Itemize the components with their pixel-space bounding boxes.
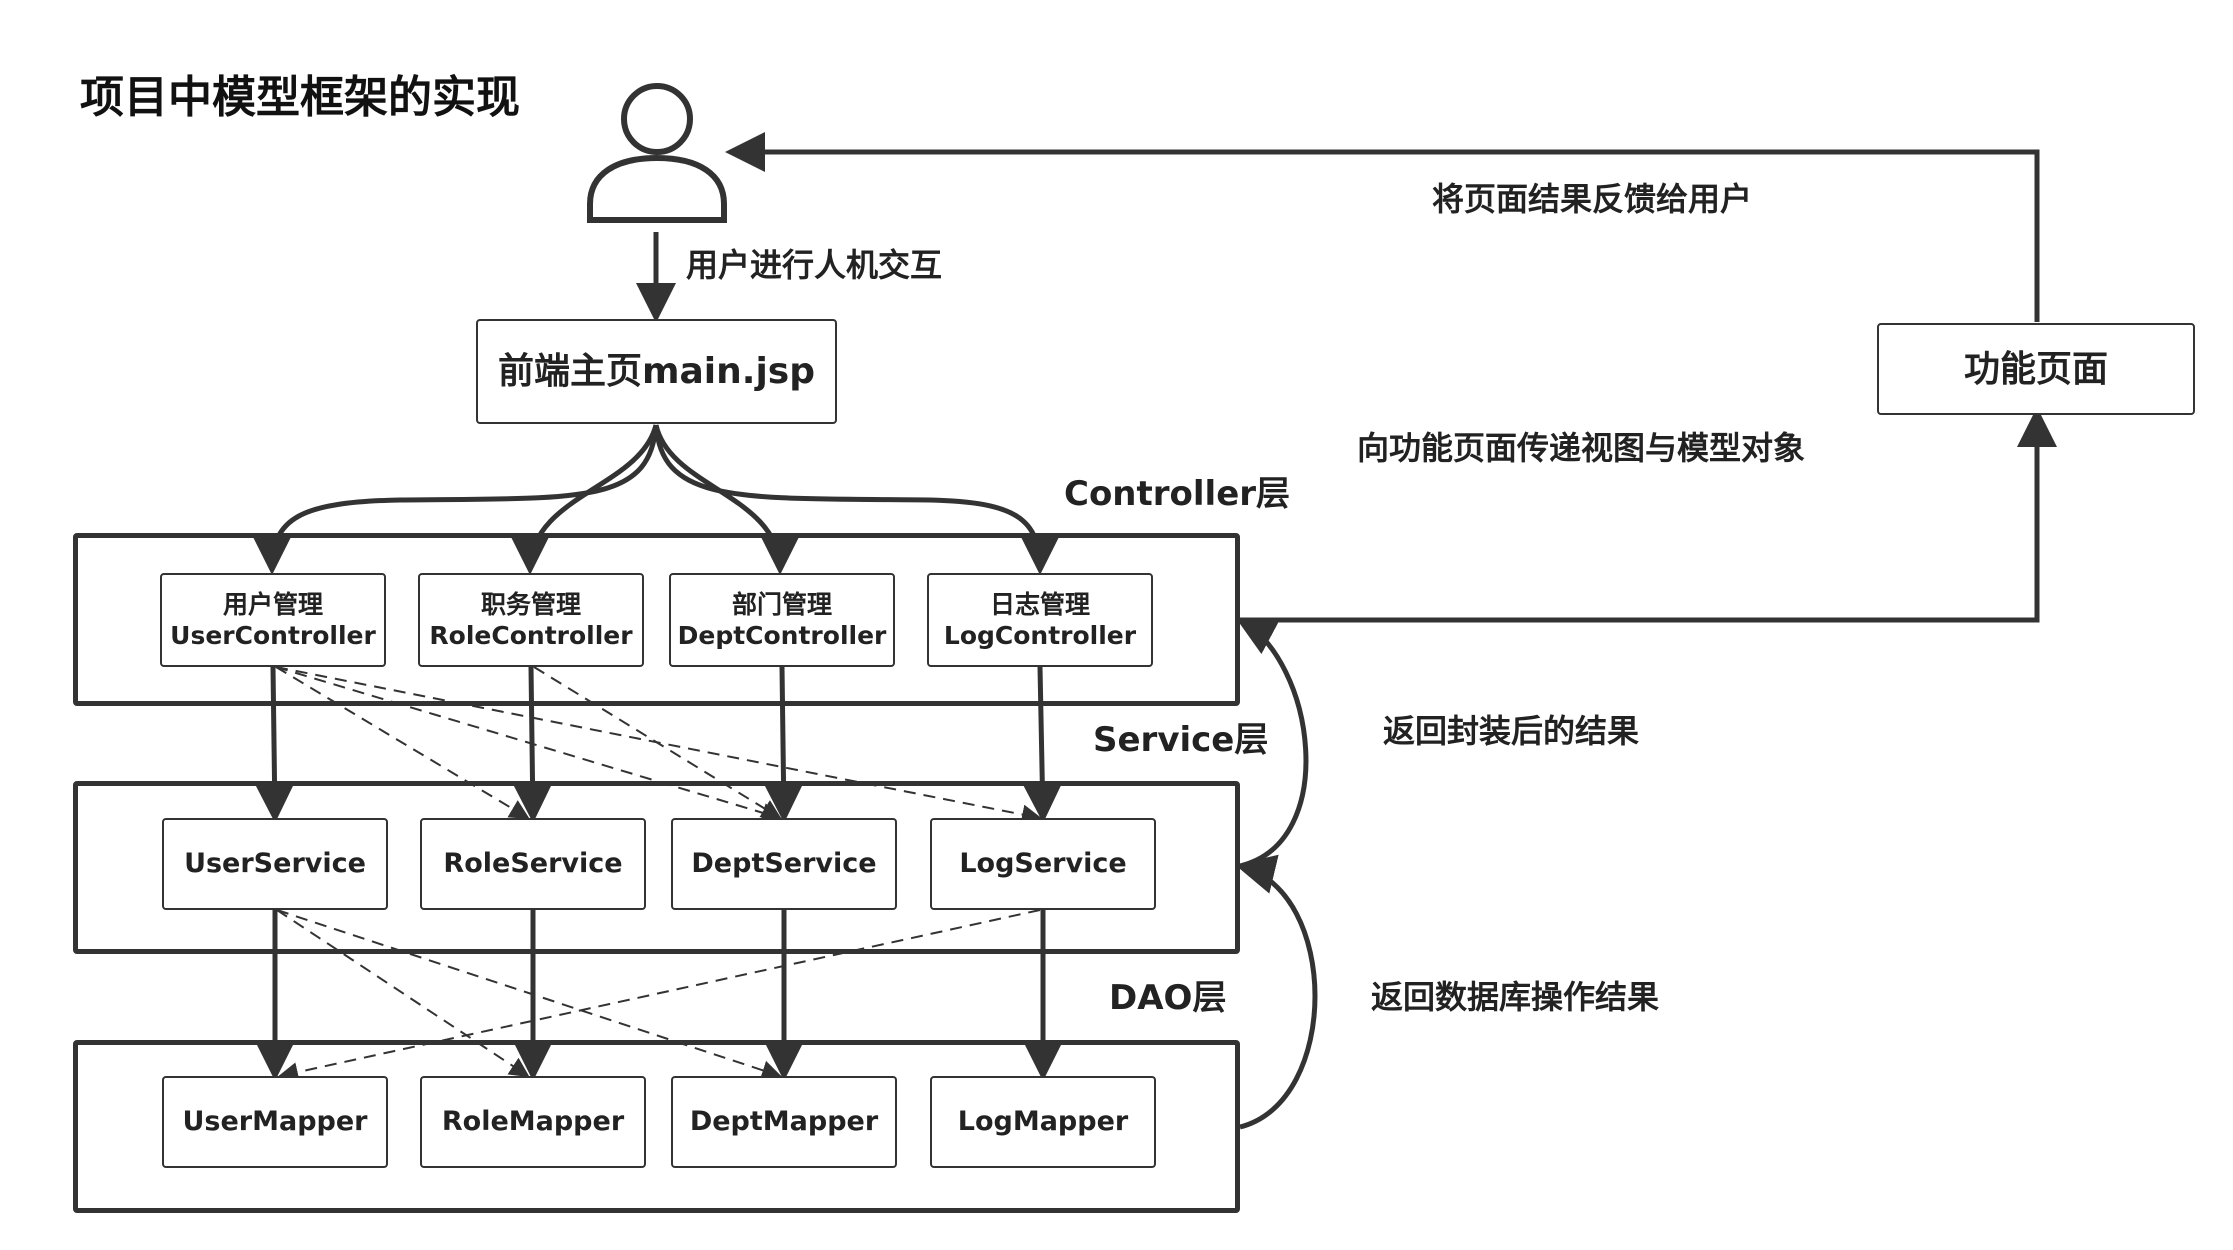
dept-service-label: DeptService	[691, 848, 877, 880]
arrow-log-controller-to-service	[1022, 666, 1063, 823]
role-service-label: RoleService	[443, 848, 623, 880]
label-dao-return: 返回数据库操作结果	[1371, 978, 1660, 1016]
label-service-return: 返回封装后的结果	[1383, 712, 1640, 750]
main-page-label: 前端主页main.jsp	[498, 351, 815, 392]
arrow-dept-controller-to-service	[763, 666, 804, 823]
user-mapper: UserMapper	[162, 1076, 388, 1168]
dao-layer-label: DAO层	[1109, 978, 1227, 1018]
log-controller-name: LogController	[943, 621, 1137, 650]
arrow-dao-return-to-service	[1235, 854, 1318, 1130]
arrow-role-controller-to-service	[512, 666, 553, 823]
dept-mapper-label: DeptMapper	[689, 1106, 879, 1138]
arrow-user-controller-to-service	[254, 666, 295, 823]
diagram-title: 项目中模型框架的实现	[80, 72, 520, 123]
label-controller-to-page: 向功能页面传递视图与模型对象	[1357, 429, 1806, 467]
controller-layer	[73, 533, 1240, 706]
log-service: LogService	[930, 818, 1156, 910]
arrow-controller-to-function-page	[1240, 407, 2057, 623]
role-mapper: RoleMapper	[420, 1076, 646, 1168]
dashed-user-controller-to-role-service	[275, 666, 530, 820]
user-controller: 用户管理 UserController	[160, 573, 386, 667]
role-controller-zh: 职务管理	[480, 589, 581, 619]
dept-service: DeptService	[671, 818, 897, 910]
log-mapper-label: LogMapper	[957, 1106, 1129, 1138]
dept-controller: 部门管理 DeptController	[669, 573, 895, 667]
role-controller-name: RoleController	[429, 621, 633, 650]
function-page-node: 功能页面	[1877, 323, 2195, 415]
dashed-user-controller-to-dept-service	[275, 666, 782, 823]
dept-controller-zh: 部门管理	[731, 589, 832, 619]
main-page-node: 前端主页main.jsp	[476, 319, 837, 424]
dashed-log-service-to-user-mapper	[278, 909, 1041, 1082]
label-page-to-user: 将页面结果反馈给用户	[1432, 180, 1753, 218]
log-service-label: LogService	[959, 848, 1127, 880]
arrow-main-to-log-controller	[653, 424, 1060, 575]
service-layer-label: Service层	[1093, 720, 1269, 760]
log-mapper: LogMapper	[930, 1076, 1156, 1168]
dept-controller-name: DeptController	[677, 621, 887, 650]
role-service: RoleService	[420, 818, 646, 910]
user-controller-zh: 用户管理	[222, 589, 323, 619]
dept-mapper: DeptMapper	[671, 1076, 897, 1168]
label-user-to-main: 用户进行人机交互	[686, 246, 943, 284]
log-controller-zh: 日志管理	[989, 589, 1090, 619]
function-page-label: 功能页面	[1963, 348, 2108, 390]
dashed-user-service-to-role-mapper	[276, 909, 530, 1078]
user-icon	[587, 83, 727, 223]
user-controller-name: UserController	[170, 621, 376, 650]
dao-layer	[73, 1040, 1240, 1213]
dashed-role-controller-to-dept-service	[533, 666, 782, 820]
arrow-service-return-to-controller	[1235, 617, 1309, 869]
arrow-main-to-role-controller	[510, 424, 659, 575]
arrow-main-to-user-controller	[252, 424, 659, 575]
role-controller: 职务管理 RoleController	[418, 573, 644, 667]
user-mapper-label: UserMapper	[182, 1106, 368, 1138]
controller-layer-label: Controller层	[1064, 474, 1291, 514]
user-service: UserService	[162, 818, 388, 910]
dashed-user-service-to-dept-mapper	[276, 909, 782, 1080]
service-layer	[73, 781, 1240, 954]
user-service-label: UserService	[184, 848, 366, 880]
role-mapper-label: RoleMapper	[441, 1106, 625, 1138]
log-controller: 日志管理 LogController	[927, 573, 1153, 667]
arrow-function-page-to-user	[725, 132, 2040, 322]
